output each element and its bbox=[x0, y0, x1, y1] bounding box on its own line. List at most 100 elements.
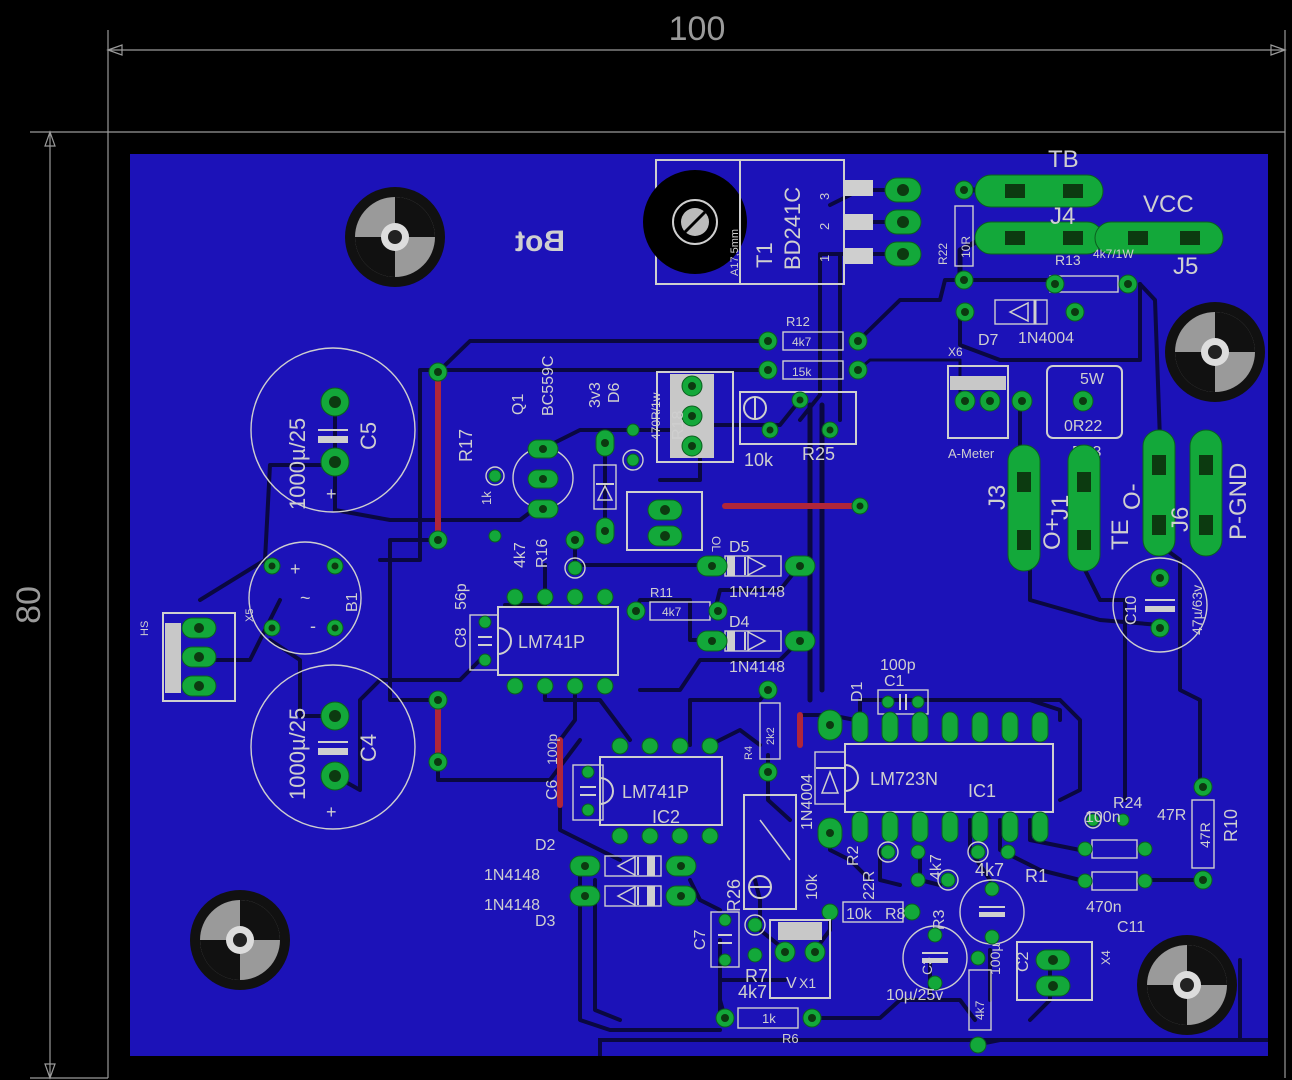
t1-value: BD241C bbox=[780, 187, 805, 270]
resistor-r4[interactable]: R4 2k2 bbox=[743, 680, 781, 782]
r1-value: 4k7 bbox=[975, 860, 1004, 880]
svg-text:+: + bbox=[326, 802, 337, 822]
tb-label: TB bbox=[1048, 146, 1079, 173]
ic2-value: LM741P bbox=[622, 782, 689, 802]
bottom-layer-label: Bot bbox=[515, 225, 565, 258]
bridge-rectifier-b1[interactable]: + ~ - B1 bbox=[248, 541, 362, 655]
ic-lm741-upper[interactable]: LM741P bbox=[497, 588, 619, 695]
diode-d3[interactable]: 1N4148 D3 bbox=[484, 885, 697, 930]
mounting-hole-bottom-left bbox=[190, 890, 290, 990]
c1-name: C1 bbox=[884, 673, 905, 690]
r16-value: 4k7 bbox=[512, 542, 529, 568]
diode-d1[interactable]: D1 1N4004 bbox=[799, 681, 866, 849]
t1-pin1: 1 bbox=[817, 255, 832, 262]
terminal-tb-j4-j5[interactable]: TB J4 VCC J5 bbox=[974, 146, 1224, 280]
r24-name: R24 bbox=[1113, 795, 1142, 812]
resistor-r12[interactable]: R12 4k7 bbox=[758, 314, 868, 351]
c6-value: 100p bbox=[544, 734, 560, 765]
resistor-r5[interactable]: 4k7 bbox=[968, 950, 992, 1054]
j3-label: J3 bbox=[984, 485, 1011, 510]
transistor-q1[interactable]: Q1 BC559C bbox=[510, 356, 574, 519]
capacitor-c8[interactable]: C8 56p bbox=[453, 583, 499, 671]
j1-label: J1 bbox=[1047, 495, 1074, 520]
c9-value: 100n bbox=[1085, 809, 1121, 826]
resistor-r14[interactable]: 15k bbox=[758, 360, 868, 380]
height-dimension-label: 80 bbox=[10, 586, 48, 624]
r12-value: 4k7 bbox=[792, 335, 812, 349]
vcc-label: VCC bbox=[1143, 191, 1194, 218]
r8-name: R8 bbox=[885, 906, 906, 923]
d4-name: D4 bbox=[729, 614, 750, 631]
resistor-r16[interactable]: 4k7 R16 bbox=[512, 530, 586, 579]
resistor-r13[interactable]: R13 4k7/1W bbox=[1045, 247, 1138, 294]
r2-value: 22R bbox=[861, 871, 878, 900]
capacitor-c7[interactable]: C7 bbox=[692, 911, 740, 968]
connector-x3-ol[interactable]: OL bbox=[626, 491, 723, 552]
r4-name: R4 bbox=[743, 746, 755, 760]
connector-x6-ammeter[interactable]: X6 A-Meter bbox=[947, 345, 1009, 461]
r13-value: 4k7/1W bbox=[1093, 247, 1134, 261]
ic-ic2[interactable]: LM741P IC2 bbox=[599, 737, 723, 845]
connector-x4[interactable]: X4 bbox=[1016, 941, 1113, 1001]
resistor-r10[interactable]: R10 47R bbox=[1191, 777, 1241, 890]
ic1-name: IC1 bbox=[968, 781, 996, 801]
resistor-r11[interactable]: R11 4k7 bbox=[626, 585, 728, 621]
resistor-r6[interactable]: 1k R6 bbox=[715, 1007, 822, 1046]
c5-value: 1000µ/25 bbox=[285, 418, 310, 510]
d7-name: D7 bbox=[978, 332, 999, 349]
capacitor-c2[interactable]: C2 100µ bbox=[959, 879, 1032, 975]
diode-d5[interactable]: D5 1N4148 bbox=[696, 539, 816, 601]
trimmer-r25[interactable]: 10k R25 bbox=[739, 391, 857, 470]
j6-label: J6 bbox=[1167, 507, 1194, 532]
resistor-r24-cluster[interactable]: R24 100n 47R 470n C11 bbox=[1077, 795, 1186, 936]
mounting-hole-bottom-right bbox=[1137, 935, 1237, 1035]
capacitor-c10[interactable]: C10 47µ/63v bbox=[1112, 557, 1208, 653]
capacitor-c3[interactable]: C3 10µ/25v bbox=[886, 925, 968, 1004]
resistor-r8[interactable]: 10k R8 bbox=[821, 901, 921, 923]
diode-d4[interactable]: D4 1N4148 bbox=[696, 614, 816, 676]
resistor-r18[interactable]: R18 470R/1w bbox=[649, 371, 734, 463]
r15-value: 1k bbox=[479, 491, 494, 505]
c8-name: C8 bbox=[453, 627, 470, 648]
diode-d6[interactable]: 3v3 D6 bbox=[587, 382, 623, 545]
c4-name: C4 bbox=[356, 734, 381, 762]
capacitor-c4[interactable]: 1000µ/25 C4 + bbox=[250, 664, 416, 830]
resistor-r1[interactable]: 4k7 R1 bbox=[967, 841, 1048, 886]
terminal-j3-j1-j6[interactable]: J3 O+ J1 TE O- J6 P-GND bbox=[984, 429, 1252, 572]
ic3-value: LM741P bbox=[518, 632, 585, 652]
x5-value: HS bbox=[139, 621, 151, 636]
ic-ic1-lm723[interactable]: LM723N IC1 bbox=[844, 711, 1054, 843]
r26-name: R26 bbox=[724, 879, 744, 912]
mounting-hole-top-right bbox=[1165, 302, 1265, 402]
r11-name: R11 bbox=[650, 585, 673, 600]
resistor-r15[interactable]: 1k bbox=[479, 466, 505, 543]
r24-value: 47R bbox=[1157, 807, 1186, 824]
diode-d2[interactable]: D2 1N4148 bbox=[484, 837, 697, 884]
mounting-hole-top-left bbox=[345, 187, 445, 287]
transistor-t1[interactable]: T1 BD241C A17,5mm 3 2 1 bbox=[643, 159, 873, 285]
connector-x5-heatsink[interactable]: HS X5 bbox=[139, 609, 256, 702]
b1-ac: ~ bbox=[300, 588, 311, 608]
p-gnd-label: P-GND bbox=[1225, 463, 1252, 540]
capacitor-c6[interactable]: C6 100p bbox=[544, 734, 604, 821]
capacitor-c5[interactable]: 1000µ/25 C5 + bbox=[250, 347, 416, 513]
resistor-r7[interactable]: R7 4k7 bbox=[738, 914, 768, 1002]
r18-name: R18 bbox=[670, 411, 687, 440]
t1-pin2: 2 bbox=[817, 223, 832, 230]
d4-value: 1N4148 bbox=[729, 659, 785, 676]
capacitor-c1[interactable]: 100p C1 bbox=[877, 657, 929, 715]
r2-name: R2 bbox=[845, 845, 862, 866]
r10-name: R10 bbox=[1221, 809, 1241, 842]
r6-name: R6 bbox=[782, 1031, 799, 1046]
trimmer-r26[interactable]: R26 10k bbox=[724, 794, 821, 912]
d1-name: D1 bbox=[849, 681, 866, 702]
diode-d7[interactable]: D7 1N4004 bbox=[955, 299, 1085, 349]
t1-pads bbox=[884, 177, 922, 267]
resistor-r22[interactable]: R22 10R bbox=[936, 180, 974, 290]
q1-name: Q1 bbox=[510, 394, 527, 415]
c2-name: C2 bbox=[1015, 951, 1032, 972]
r22-name: R22 bbox=[936, 243, 950, 265]
connector-x1-voltmeter[interactable]: V X1 bbox=[769, 919, 831, 999]
c11-value: 470n bbox=[1086, 899, 1122, 916]
